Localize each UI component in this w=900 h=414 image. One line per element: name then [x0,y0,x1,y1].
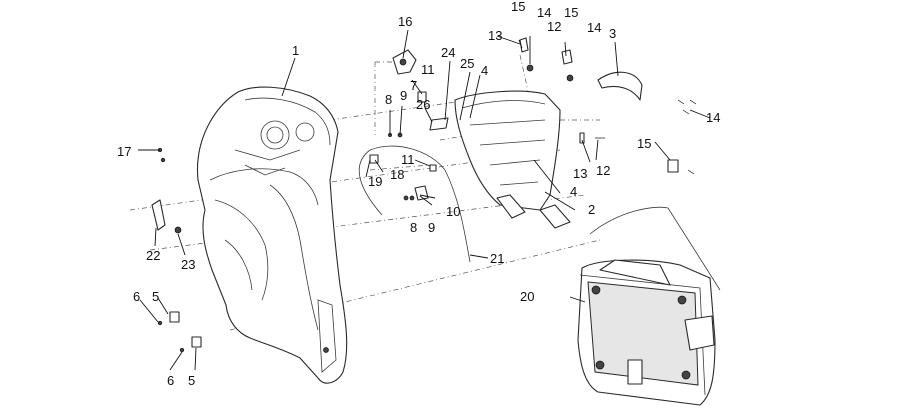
callout-13b: 13 [573,166,587,181]
callout-17: 17 [117,144,131,159]
callout-14a: 14 [537,5,551,20]
callout-14c: 14 [706,110,720,125]
leader-lines [138,29,711,371]
hardware-parts [151,37,697,353]
callout-23: 23 [181,257,195,272]
callout-9a: 9 [400,88,407,103]
callout-25: 25 [460,56,474,71]
callout-12b: 12 [596,163,610,178]
callout-3: 3 [609,26,616,41]
callout-12a: 12 [547,19,561,34]
callout-4b: 4 [570,184,577,199]
callout-6a: 6 [133,289,140,304]
callout-7: 7 [410,78,417,93]
callout-26: 26 [416,97,430,112]
callout-5b: 5 [188,373,195,388]
callout-8a: 8 [385,92,392,107]
callout-22: 22 [146,248,160,263]
callout-20: 20 [520,289,534,304]
callout-6b: 6 [167,373,174,388]
callout-1: 1 [292,43,299,58]
callout-11a: 11 [421,62,435,77]
callout-2: 2 [588,202,595,217]
cable-part-21 [358,145,471,263]
bag-part-20 [577,206,721,406]
callout-4a: 4 [481,63,488,78]
callout-24: 24 [441,45,455,60]
callout-labels: 1 2 3 4 4 5 5 6 6 7 8 8 9 9 10 11 11 12 … [117,0,720,388]
bracket-part-16 [392,49,417,75]
callout-15b: 15 [564,5,578,20]
callout-14b: 14 [587,20,601,35]
trim-part-3 [597,71,643,101]
callout-19: 19 [368,174,382,189]
callout-13a: 13 [488,28,502,43]
callout-15a: 15 [511,0,525,14]
callout-16: 16 [398,14,412,29]
callout-10: 10 [446,204,460,219]
callout-11b: 11 [401,152,415,167]
callout-15c: 15 [637,136,651,151]
glove-box-part-2 [454,90,571,229]
callout-18: 18 [390,167,404,182]
callout-8b: 8 [410,220,417,235]
callout-21: 21 [490,251,504,266]
callout-5a: 5 [152,289,159,304]
callout-9b: 9 [428,220,435,235]
inner-shield-part-1 [196,86,348,384]
